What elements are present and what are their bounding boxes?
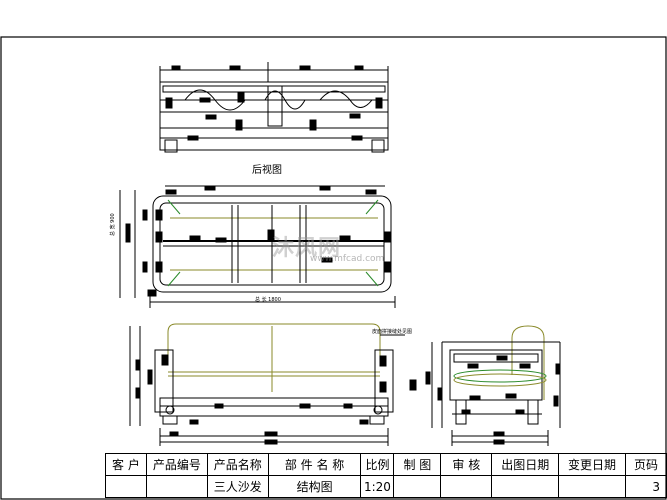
value-cell-customer (105, 475, 147, 498)
value-cell-product-code (145, 475, 208, 498)
header-cell-page-number: 页码 (624, 453, 667, 476)
title-block-value-row: 三人沙发 结构图 1:20 3 (105, 475, 667, 498)
value-cell-drafter (393, 475, 442, 498)
value-cell-change-date (558, 475, 626, 498)
header-cell-product-code: 产品编号 (145, 453, 208, 476)
header-cell-change-date: 变更日期 (558, 453, 626, 476)
header-cell-scale: 比例 (360, 453, 395, 476)
title-block: 客 户 产品编号 产品名称 部 件 名 称 比例 制 图 审 核 出图日期 变更… (105, 453, 667, 498)
header-cell-issue-date: 出图日期 (491, 453, 560, 476)
watermark-brand: 沐风网 (272, 236, 342, 261)
value-cell-page-number: 3 (624, 475, 667, 498)
value-cell-part-name: 结构图 (267, 475, 362, 498)
rear-view-caption: 后视图 (252, 165, 282, 176)
header-cell-product-name: 产品名称 (206, 453, 269, 476)
side-view (409, 325, 561, 446)
value-cell-scale: 1:20 (360, 475, 395, 498)
plan-overall-width-dimension: 总 宽 900 (110, 213, 116, 236)
plan-view (119, 185, 396, 308)
plan-overall-length-dimension: 总 长 1800 (255, 297, 281, 303)
value-cell-issue-date (491, 475, 560, 498)
watermark-url: www.mfcad.com (310, 254, 385, 264)
header-cell-drafter: 制 图 (393, 453, 442, 476)
front-view (129, 323, 405, 446)
value-cell-reviewer (440, 475, 493, 498)
header-cell-reviewer: 审 核 (440, 453, 493, 476)
title-block-header-row: 客 户 产品编号 产品名称 部 件 名 称 比例 制 图 审 核 出图日期 变更… (105, 453, 667, 476)
header-cell-customer: 客 户 (105, 453, 147, 476)
side-note-label: 皮面拼接缝处见图 (372, 329, 413, 335)
sheet-border (0, 36, 667, 500)
header-cell-part-name: 部 件 名 称 (267, 453, 362, 476)
value-cell-product-name: 三人沙发 (206, 475, 269, 498)
rear-view (159, 62, 389, 153)
